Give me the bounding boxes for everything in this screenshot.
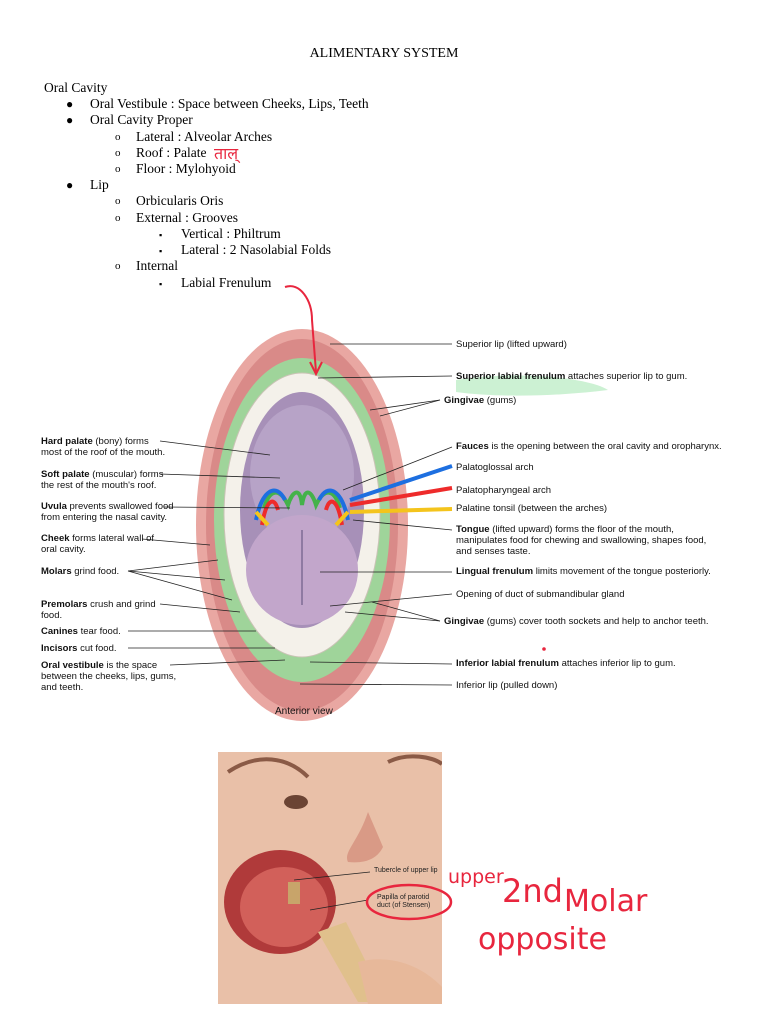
bullet-disc: ●	[66, 113, 74, 128]
label-superior-labial-frenulum: Superior labial frenulum attaches superi…	[456, 371, 688, 382]
outline-oral-cavity: Oral Cavity	[44, 80, 108, 95]
label-incisors: Incisors cut food.	[41, 643, 117, 654]
callout-tubercle: Tubercle of upper lip	[374, 867, 438, 874]
outline-item: ▪Lateral : 2 Nasolabial Folds	[44, 242, 369, 258]
yellow-arrow	[349, 507, 453, 514]
label-superior-lip: Superior lip (lifted upward)	[456, 339, 567, 350]
notes-outline: Oral Cavity ●Oral Vestibule : Space betw…	[44, 80, 369, 292]
bullet-circle: o	[115, 260, 121, 273]
bullet-square: ▪	[159, 229, 163, 240]
label-palatoglossal-arch: Palatoglossal arch	[456, 462, 534, 473]
papilla-highlight-circle	[365, 883, 453, 921]
bullet-disc: ●	[66, 97, 74, 112]
label-submandibular-duct: Opening of duct of submandibular gland	[456, 589, 625, 600]
tonsil-yellow-right	[334, 510, 350, 527]
label-fauces: Fauces is the opening between the oral c…	[456, 441, 722, 452]
label-inferior-labial-frenulum: Inferior labial frenulum attaches inferi…	[456, 658, 676, 669]
outline-item: ●Oral Vestibule : Space between Cheeks, …	[66, 96, 369, 112]
outline-item: ●Oral Cavity Proper	[66, 112, 193, 128]
red-arrow	[349, 486, 453, 507]
diagram-caption: Anterior view	[275, 706, 333, 717]
eye-left	[284, 795, 308, 809]
bullet-circle: o	[115, 130, 121, 143]
face-illustration	[218, 752, 442, 1004]
handwritten-2nd: 2nd	[502, 872, 563, 910]
bullet-square: ▪	[159, 246, 163, 257]
handwritten-opposite: opposite	[478, 922, 607, 957]
hand	[358, 959, 442, 1004]
blue-arrow	[349, 464, 453, 502]
outline-item: ●Lip	[66, 177, 109, 193]
green-highlight-frenulum	[456, 375, 608, 396]
handwritten-roof-note: ताल्	[214, 144, 239, 163]
label-lingual-frenulum: Lingual frenulum limits movement of the …	[456, 566, 711, 577]
label-inferior-lip: Inferior lip (pulled down)	[456, 680, 558, 691]
outline-item: ▪Vertical : Philtrum	[44, 226, 369, 242]
label-palatine-tonsil: Palatine tonsil (between the arches)	[456, 503, 608, 514]
label-tongue: Tongue (lifted upward) forms the floor o…	[456, 524, 707, 557]
bullet-circle: o	[115, 195, 121, 208]
bullet-disc: ●	[66, 178, 74, 193]
eyebrow-left	[226, 757, 310, 779]
handwritten-upper: upper	[448, 866, 504, 888]
label-gingivae-upper: Gingivae (gums)	[444, 395, 517, 406]
handwritten-molar: Molar	[564, 884, 648, 919]
label-canines: Canines tear food.	[41, 626, 121, 637]
nose	[347, 812, 383, 863]
outline-item: ▪Labial Frenulum	[44, 275, 369, 291]
bullet-circle: o	[115, 146, 121, 159]
bullet-circle: o	[115, 163, 121, 176]
document-title: ALIMENTARY SYSTEM	[309, 46, 459, 61]
eyebrow-right	[387, 754, 442, 766]
frenulum-arrow-head	[309, 361, 323, 377]
bullet-circle: o	[115, 211, 121, 224]
label-molars: Molars grind food.	[41, 566, 120, 577]
red-dot	[542, 647, 546, 651]
bullet-square: ▪	[159, 279, 163, 290]
label-gingivae-lower: Gingivae (gums) cover tooth sockets and …	[444, 616, 709, 627]
tonsil-yellow-left	[254, 510, 270, 527]
molar-tooth	[288, 882, 300, 904]
mouth-interior	[240, 867, 328, 947]
frenulum-arrow	[284, 285, 317, 373]
label-palatopharyngeal-arch: Palatopharyngeal arch	[456, 485, 552, 496]
